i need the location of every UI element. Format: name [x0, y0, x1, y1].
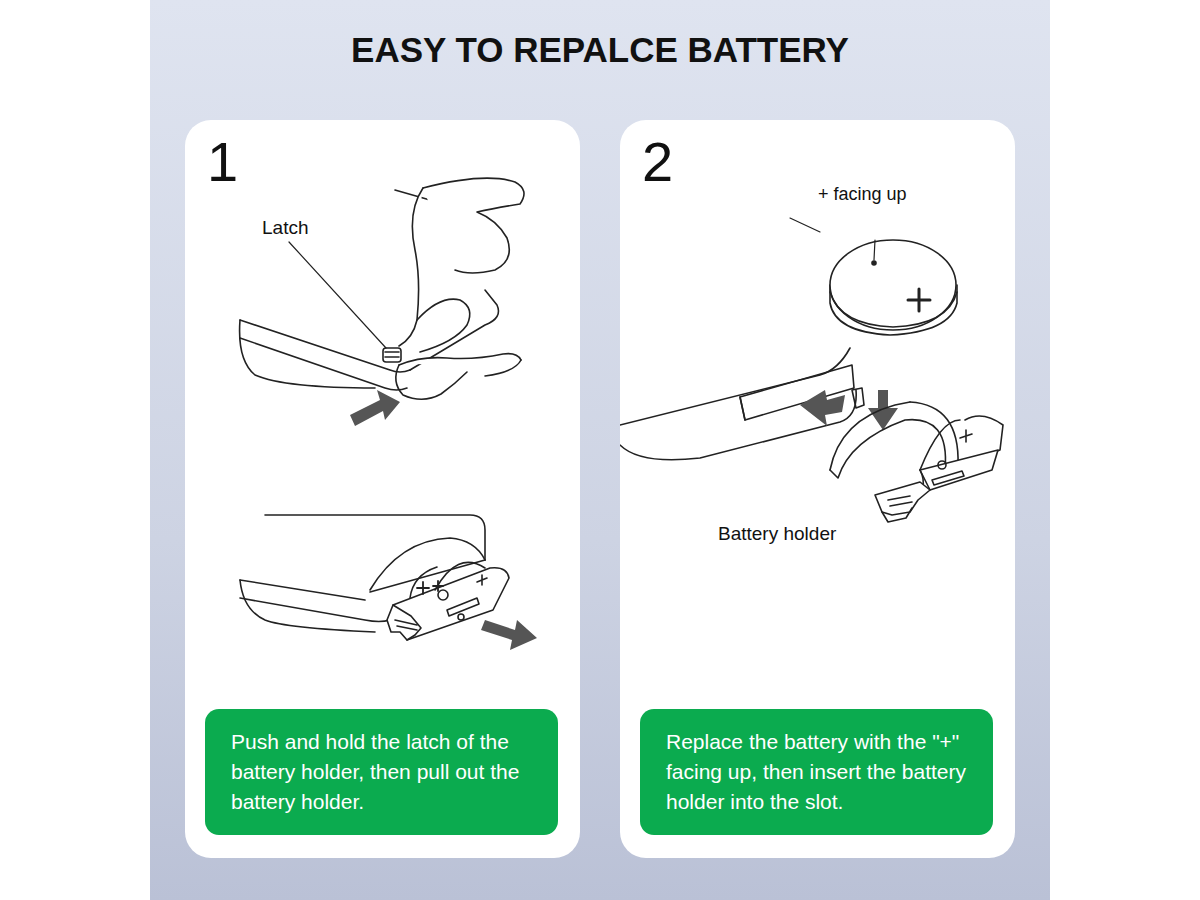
step-number: 2 [642, 130, 673, 194]
part-label: + facing up [818, 184, 907, 205]
instruction-text: Push and hold the latch of the battery h… [231, 727, 536, 817]
instruction-text: Replace the battery with the "+" facing … [666, 727, 971, 817]
part-label: Battery holder [718, 523, 836, 545]
step-number: 1 [207, 130, 238, 194]
instruction-box: Replace the battery with the "+" facing … [640, 709, 993, 835]
instruction-box: Push and hold the latch of the battery h… [205, 709, 558, 835]
step-panel: 2Replace the battery with the "+" facing… [620, 120, 1015, 858]
title: EASY TO REPALCE BATTERY [0, 30, 1200, 70]
part-label: Latch [262, 217, 308, 239]
step-panel: 1Push and hold the latch of the battery … [185, 120, 580, 858]
